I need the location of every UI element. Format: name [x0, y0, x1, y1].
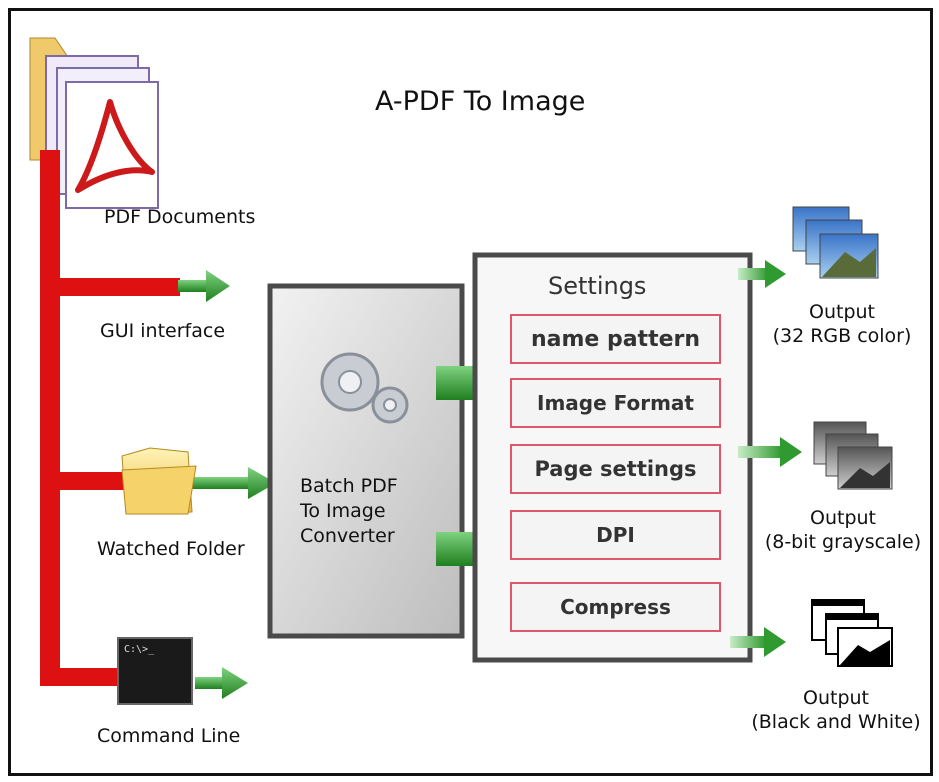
color-images-icon [792, 206, 879, 279]
output-arrow-bw [730, 627, 786, 657]
watched-folder-label: Watched Folder [97, 538, 245, 560]
setting-name-pattern: name pattern [510, 314, 721, 364]
command-line-icon [117, 637, 193, 705]
pdf-documents-label: PDF Documents [104, 206, 256, 228]
gears-icon [320, 352, 409, 424]
command-arrow [195, 667, 248, 699]
pdf-documents-icon [29, 37, 159, 209]
grayscale-images-icon [813, 421, 893, 490]
settings-title: Settings [548, 272, 647, 300]
gui-interface-label: GUI interface [100, 320, 226, 342]
watched-folder-icon [121, 447, 197, 515]
setting-image-format: Image Format [510, 378, 721, 428]
gui-arrow [178, 270, 230, 302]
output-grayscale-label: Output (8-bit grayscale) [752, 506, 934, 554]
output-subtitle: (8-bit grayscale) [764, 531, 922, 553]
output-bw-label: Output (Black and White) [740, 686, 932, 734]
output-subtitle: (Black and White) [751, 711, 921, 733]
output-subtitle: (32 RGB color) [772, 325, 912, 347]
output-arrow-color [738, 260, 786, 288]
setting-compress: Compress [510, 582, 721, 632]
output-color-label: Output (32 RGB color) [752, 300, 932, 348]
converter-label: Batch PDF To Image Converter [300, 475, 398, 547]
output-arrow-grayscale [738, 437, 802, 467]
output-title: Output [803, 687, 869, 709]
diagram-title: A-PDF To Image [375, 86, 586, 117]
setting-page-settings: Page settings [510, 444, 721, 494]
bw-images-icon [811, 599, 893, 667]
output-title: Output [810, 507, 876, 529]
setting-dpi: DPI [510, 510, 721, 560]
command-line-label: Command Line [97, 725, 241, 747]
folder-arrow [188, 467, 276, 499]
input-pipe [40, 150, 180, 686]
converter-box [267, 283, 465, 639]
terminal-prompt: C:\>_ [124, 644, 155, 655]
output-title: Output [809, 301, 875, 323]
